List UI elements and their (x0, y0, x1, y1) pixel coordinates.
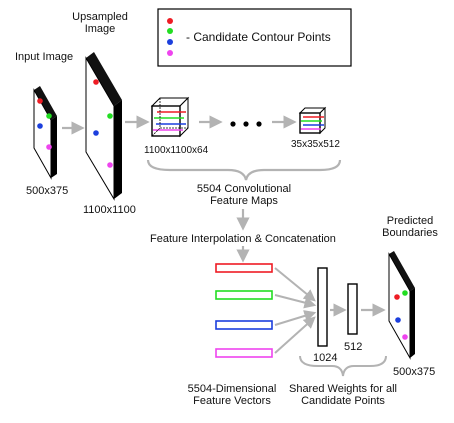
shared-weights-line1: Shared Weights for all (289, 383, 397, 395)
predicted-label-line2: Boundaries (382, 227, 438, 239)
input-point-red (37, 98, 43, 104)
output-point-green (402, 290, 408, 296)
feature-vector-red (215, 263, 273, 273)
upsampled-point-magenta (107, 162, 113, 168)
legend-label: - Candidate Contour Points (186, 30, 331, 44)
feature-cube-small (298, 106, 327, 135)
legend-box (157, 8, 352, 67)
legend-dot-green (167, 28, 173, 34)
legend: - Candidate Contour Points (157, 8, 352, 67)
shared-weights-brace (299, 355, 387, 377)
feature-vector-magenta (215, 348, 273, 358)
upsampled-point-green (107, 113, 113, 119)
legend-dot-magenta (167, 50, 173, 56)
feature-vectors-line2: Feature Vectors (193, 395, 271, 407)
upsampled-size-label: 1100x1100 (83, 204, 136, 216)
predicted-label-line1: Predicted (387, 215, 433, 227)
input-point-blue (37, 123, 43, 129)
predicted-boundaries-image (388, 251, 415, 360)
input-size-label: 500x375 (26, 185, 68, 197)
shared-weights-line2: Candidate Points (301, 395, 385, 407)
conv-brace (146, 159, 342, 181)
interp-label: Feature Interpolation & Concatenation (150, 233, 336, 245)
output-point-magenta (402, 334, 408, 340)
feature-vectors (215, 263, 273, 358)
conv-maps-line1: 5504 Convolutional (197, 183, 291, 195)
input-point-green (46, 113, 52, 119)
upsampled-label-line2: Image (85, 23, 116, 35)
legend-dot-blue (167, 39, 173, 45)
upsampled-image (85, 52, 122, 201)
cube1-size-label: 1100x1100x64 (144, 145, 209, 156)
fc-layer-1024 (317, 267, 328, 347)
input-image-label: Input Image (15, 51, 73, 63)
fc-layer-512 (347, 283, 358, 335)
cube2-size-label: 35x35x512 (291, 139, 340, 150)
conv-maps-line2: Feature Maps (210, 195, 278, 207)
output-point-red (394, 294, 400, 300)
ellipsis (230, 121, 262, 127)
legend-dot-red (167, 18, 173, 24)
layer-512-label: 512 (344, 341, 362, 353)
converging-arrows (274, 267, 317, 354)
upsampled-label-line1: Upsampled (72, 11, 128, 23)
layer-1024-label: 1024 (313, 352, 337, 364)
output-point-blue (395, 317, 401, 323)
feature-vector-blue (215, 320, 273, 330)
feature-cube-large (150, 96, 190, 138)
upsampled-point-blue (93, 130, 99, 136)
upsampled-point-red (93, 79, 99, 85)
input-image (33, 86, 57, 180)
output-size-label: 500x375 (393, 366, 435, 378)
feature-vector-green (215, 290, 273, 300)
feature-vectors-line1: 5504-Dimensional (188, 383, 277, 395)
input-point-magenta (46, 144, 52, 150)
